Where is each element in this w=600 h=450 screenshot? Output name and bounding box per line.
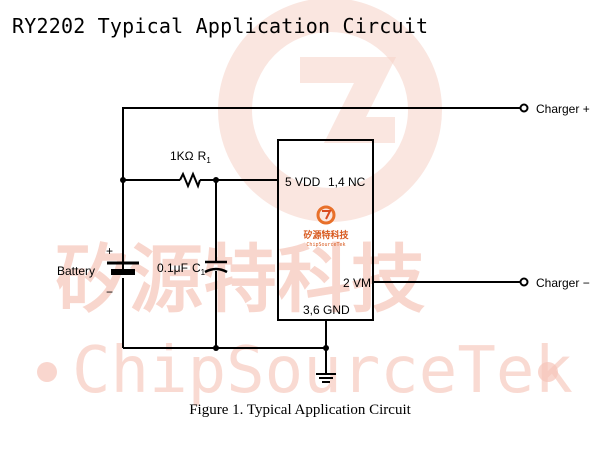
resistor-ref: R xyxy=(198,149,207,163)
watermark-chinese: 矽源特科技 xyxy=(55,237,425,323)
junctions xyxy=(120,177,329,351)
watermark-dot-right xyxy=(538,362,558,382)
capacitor-ref: C xyxy=(192,261,201,275)
junction-dot xyxy=(120,177,126,183)
watermark-latin: ChipSourceTek xyxy=(72,334,573,408)
pin-gnd: 3,6 GND xyxy=(303,303,350,317)
capacitor-ref-sub: 1 xyxy=(201,268,206,277)
chip-body xyxy=(277,139,374,321)
terminal-charger-plus xyxy=(519,103,529,113)
capacitor-c1 xyxy=(204,260,228,274)
battery-minus-sign: − xyxy=(106,285,113,299)
charger-minus-label: Charger − xyxy=(536,276,590,290)
terminal-charger-minus xyxy=(519,277,529,287)
junction-dot xyxy=(323,345,329,351)
charger-plus-label: Charger + xyxy=(536,102,590,116)
chip-logo: 矽源特科技 ChipSourceTek xyxy=(303,205,349,248)
battery-label: Battery xyxy=(57,264,95,278)
watermark-logo-mark xyxy=(300,57,397,143)
watermark-dot-left xyxy=(37,362,57,382)
resistor-label: 1KΩ R1 xyxy=(170,149,211,165)
watermark: 矽源特科技 ChipSourceTek xyxy=(37,0,573,408)
capacitor-label: 0.1μF C1 xyxy=(157,261,206,277)
page-title: RY2202 Typical Application Circuit xyxy=(12,14,429,38)
junction-dot xyxy=(213,177,219,183)
capacitor-plate-bottom xyxy=(204,267,228,274)
ground-icon xyxy=(316,373,336,383)
resistor-ref-sub: 1 xyxy=(206,156,211,165)
junction-dot xyxy=(213,345,219,351)
resistor-r1 xyxy=(179,171,201,189)
logo-icon xyxy=(316,205,336,225)
pin-nc: 1,4 NC xyxy=(328,175,366,189)
resistor-value: 1KΩ xyxy=(170,149,194,163)
watermark-logo-ring xyxy=(218,0,442,222)
battery-plus-sign: + xyxy=(106,244,113,258)
pin-vm: 2 VM xyxy=(343,276,371,290)
pin-vdd: 5 VDD xyxy=(285,175,321,189)
logo-mark-icon xyxy=(322,210,332,220)
capacitor-value: 0.1μF xyxy=(157,261,188,275)
chip-logo-en: ChipSourceTek xyxy=(306,242,345,248)
wires xyxy=(122,107,524,374)
figure-caption: Figure 1. Typical Application Circuit xyxy=(189,402,411,418)
wire-charger-plus xyxy=(122,107,524,270)
chip-logo-cn: 矽源特科技 xyxy=(303,229,349,241)
battery xyxy=(107,261,139,275)
